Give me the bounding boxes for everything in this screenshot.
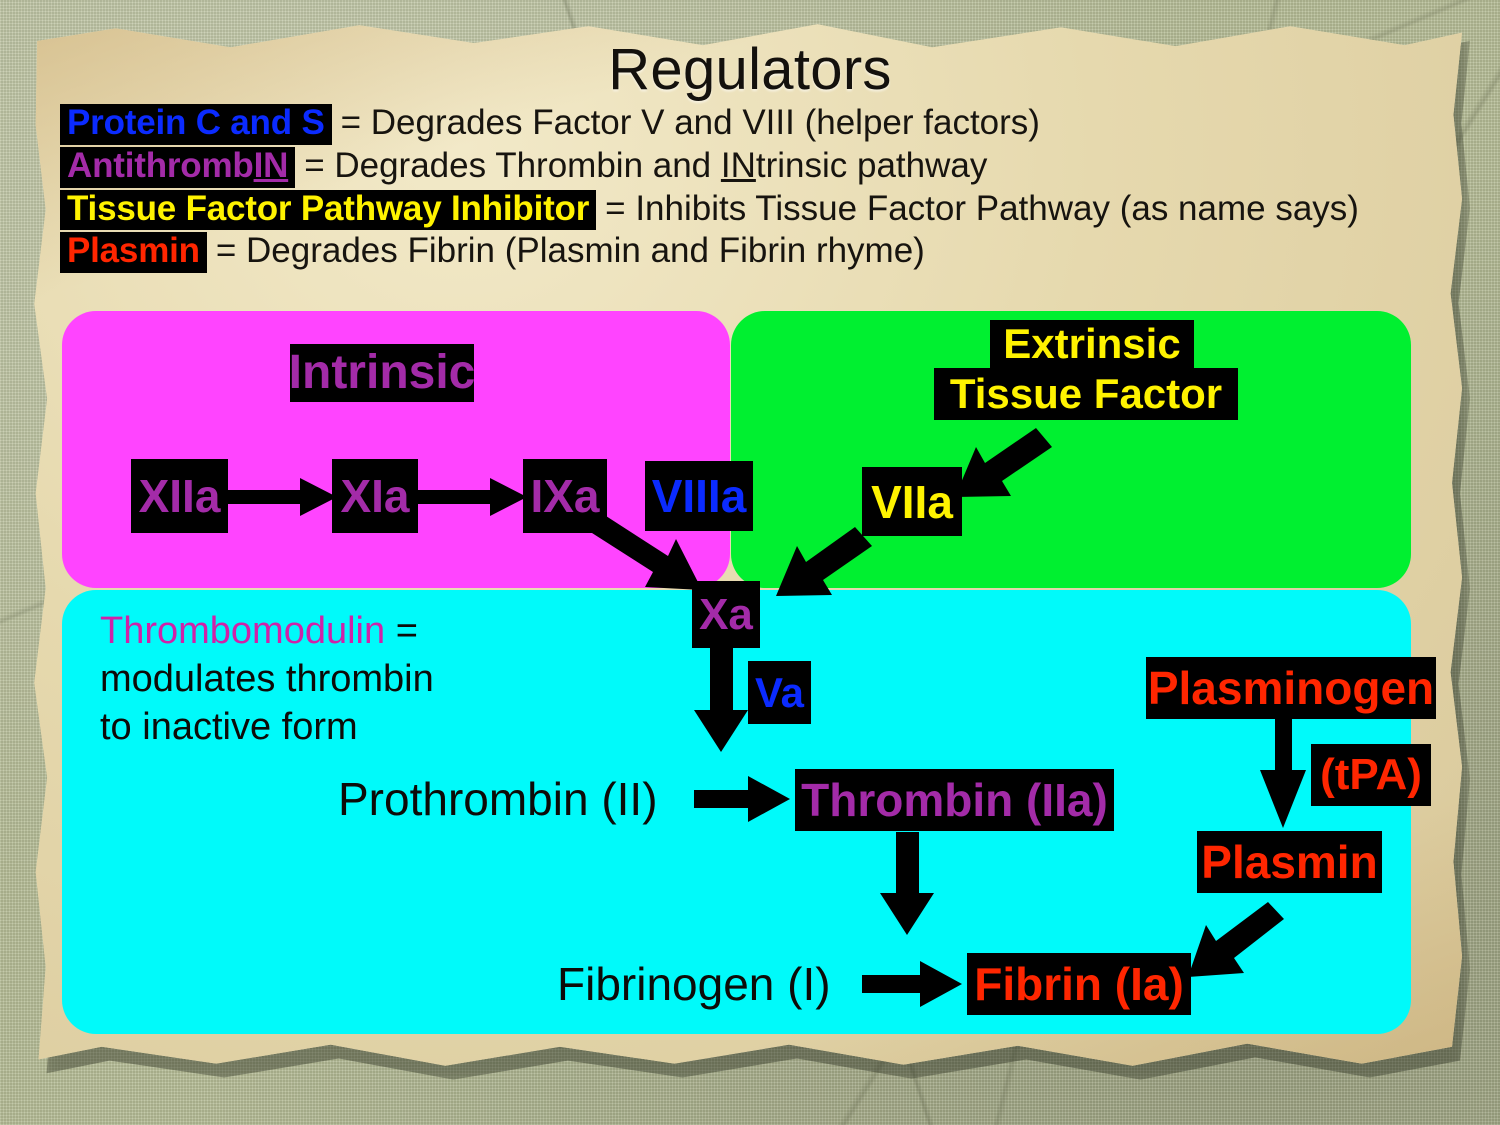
legend-desc-antithrombin: = Degrades Thrombin and INtrinsic pathwa…	[304, 145, 988, 185]
extrinsic-panel-label-line2-text: Tissue Factor	[949, 370, 1223, 417]
node-fibrinogen: Fibrinogen (I)	[557, 958, 831, 1010]
node-va-text: Va	[754, 668, 805, 716]
node-xiia-text: XIIa	[138, 470, 221, 522]
legend-key-plasmin: Plasmin	[60, 232, 207, 273]
node-ixa-text: IXa	[530, 470, 600, 522]
legend-desc-plasmin: = Degrades Fibrin (Plasmin and Fibrin rh…	[215, 231, 925, 271]
legend-desc-protein-c-and-s: = Degrades Factor V and VIII (helper fac…	[340, 103, 1040, 142]
node-xia: XIa	[332, 459, 418, 533]
thrombomodulin-keyword: Thrombomodulin	[100, 610, 386, 652]
node-xia-text: XIa	[340, 470, 410, 522]
legend-key-antithrombin: AntithrombIN	[60, 145, 296, 188]
thrombomodulin-note-line1: Thrombomodulin =	[100, 608, 434, 656]
thrombomodulin-note-line2: modulates thrombin	[100, 657, 434, 700]
legend-row-protein-c-and-s: Protein C and S = Degrades Factor V and …	[60, 104, 1460, 145]
legend-desc-tfpi: = Inhibits Tissue Factor Pathway (as nam…	[605, 188, 1359, 228]
extrinsic-panel-label-line1-text: Extrinsic	[1003, 320, 1181, 367]
legend-key-antithrombin-emphasis: IN	[253, 145, 289, 185]
intrinsic-panel-label: Intrinsic	[288, 344, 476, 402]
node-thrombin-text: Thrombin (IIa)	[801, 774, 1108, 826]
node-xa: Xa	[692, 581, 760, 648]
regulators-legend: Protein C and S = Degrades Factor V and …	[60, 104, 1460, 275]
node-viiia-text: VIIIa	[651, 470, 747, 522]
thrombomodulin-equals: =	[395, 610, 418, 652]
legend-desc-antithrombin-emphasis: IN	[720, 145, 756, 185]
page-title: Regulators	[608, 37, 892, 102]
node-plasminogen: Plasminogen	[1146, 657, 1436, 719]
node-prothrombin: Prothrombin (II)	[338, 773, 658, 825]
node-plasminogen-text: Plasminogen	[1147, 662, 1435, 714]
node-viia-text: VIIa	[871, 475, 953, 528]
node-xa-text: Xa	[699, 589, 753, 639]
intrinsic-panel-label-text: Intrinsic	[288, 346, 476, 399]
extrinsic-panel-label-line1: Extrinsic	[990, 320, 1194, 368]
legend-row-plasmin: Plasmin = Degrades Fibrin (Plasmin and F…	[60, 232, 1460, 273]
node-plasmin-text: Plasmin	[1201, 836, 1378, 888]
node-fibrin: Fibrin (Ia)	[967, 953, 1191, 1015]
extrinsic-panel-label-line2: Tissue Factor	[934, 368, 1238, 420]
node-fibrin-text: Fibrin (Ia)	[974, 958, 1184, 1010]
node-va: Va	[748, 661, 811, 724]
node-ixa: IXa	[523, 459, 607, 533]
node-xiia: XIIa	[131, 459, 228, 533]
node-viiia: VIIIa	[645, 461, 753, 531]
node-thrombin: Thrombin (IIa)	[795, 769, 1114, 831]
thrombomodulin-note: Thrombomodulin = modulates thrombin to i…	[100, 608, 434, 752]
node-tpa-text: (tPA)	[1320, 750, 1422, 799]
node-viia: VIIa	[862, 467, 962, 536]
legend-row-tfpi: Tissue Factor Pathway Inhibitor = Inhibi…	[60, 188, 1460, 231]
thrombomodulin-note-line3: to inactive form	[100, 705, 358, 748]
legend-key-tfpi: Tissue Factor Pathway Inhibitor	[60, 189, 597, 231]
legend-row-antithrombin: AntithrombIN = Degrades Thrombin and INt…	[60, 145, 1460, 188]
node-plasmin: Plasmin	[1197, 831, 1382, 893]
node-tpa: (tPA)	[1311, 744, 1431, 806]
legend-key-protein-c-and-s: Protein C and S	[60, 104, 332, 145]
